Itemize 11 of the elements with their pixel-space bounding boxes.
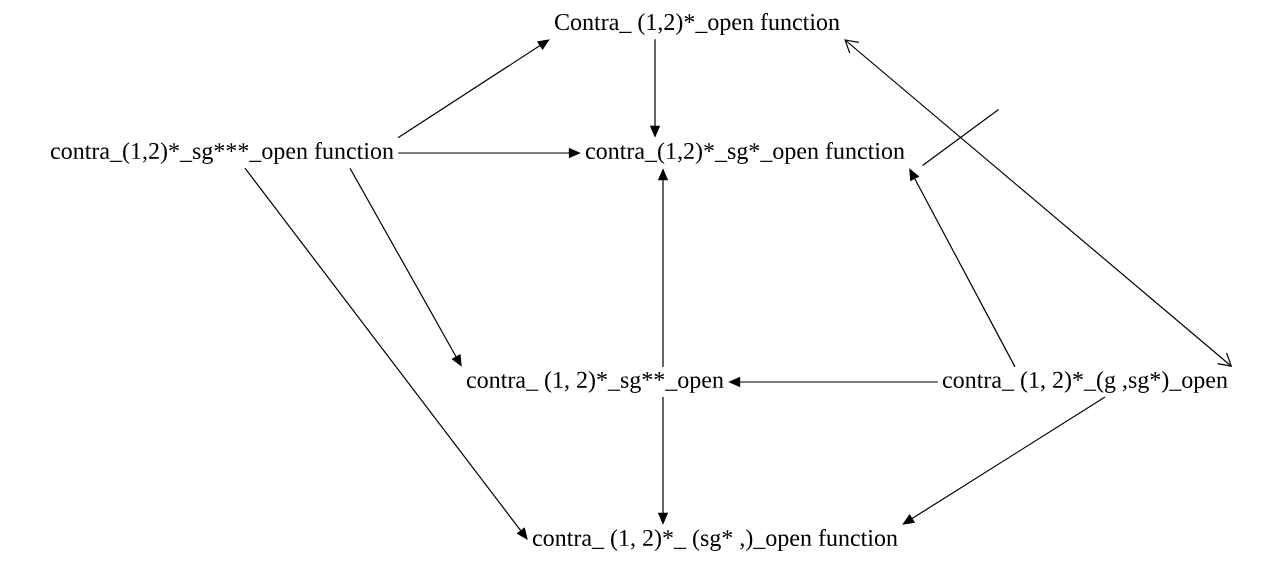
arrow — [244, 167, 528, 540]
node-label: contra_(1,2)*_sg*_open function — [585, 141, 905, 165]
node-label: contra_ (1, 2)*_(g ,sg*)_open — [942, 371, 1228, 393]
arrow — [902, 396, 1106, 525]
arrow — [397, 39, 550, 139]
node-label: Contra_ (1,2)*_open function — [555, 13, 840, 35]
arrow — [349, 167, 462, 367]
node-label: contra_ (1, 2)*_ (sg* ,)_open function — [532, 528, 898, 552]
node-label: contra_(1,2)*_sg***_open function — [50, 141, 394, 165]
node-label: contra_ (1, 2)*_sg**_open — [466, 371, 724, 393]
arrow — [844, 39, 1233, 367]
